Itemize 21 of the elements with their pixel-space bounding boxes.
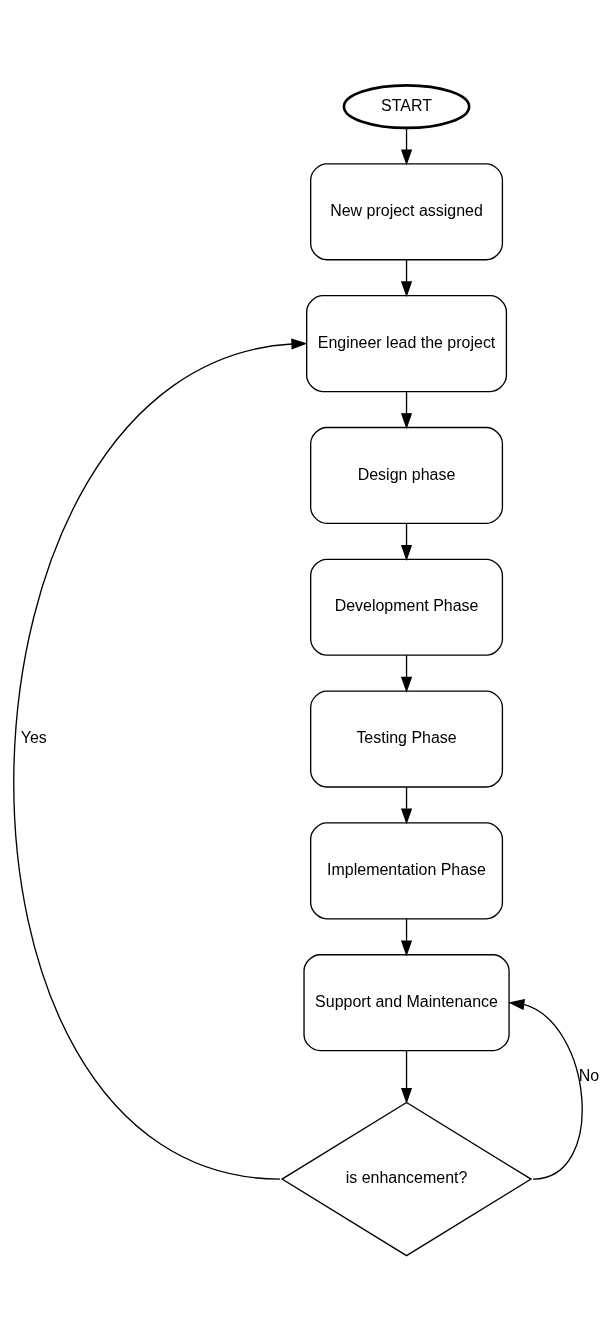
- node-box: New project assigned: [310, 163, 504, 261]
- arrow: [400, 786, 413, 825]
- node-box: Engineer lead the project: [306, 295, 508, 393]
- node-box: Design phase: [310, 426, 504, 525]
- node-ellipse: START: [342, 84, 471, 130]
- arrow: [508, 998, 583, 1180]
- arrow: [400, 918, 413, 957]
- arrow: [400, 654, 413, 693]
- node-box: Implementation Phase: [310, 822, 504, 920]
- node-diamond: is enhancement?: [280, 1101, 533, 1257]
- arrow: [400, 1050, 413, 1104]
- arrow: [400, 522, 413, 561]
- arrow: [400, 259, 413, 298]
- edge-label: Yes: [20, 729, 47, 747]
- node-box: Development Phase: [310, 558, 504, 656]
- arrow: [400, 390, 413, 430]
- arrow: [400, 127, 413, 166]
- edge-label: No: [578, 1066, 600, 1084]
- arrow: [13, 338, 308, 1180]
- node-box: Testing Phase: [310, 690, 504, 788]
- node-box: Support and Maintenance: [303, 954, 510, 1052]
